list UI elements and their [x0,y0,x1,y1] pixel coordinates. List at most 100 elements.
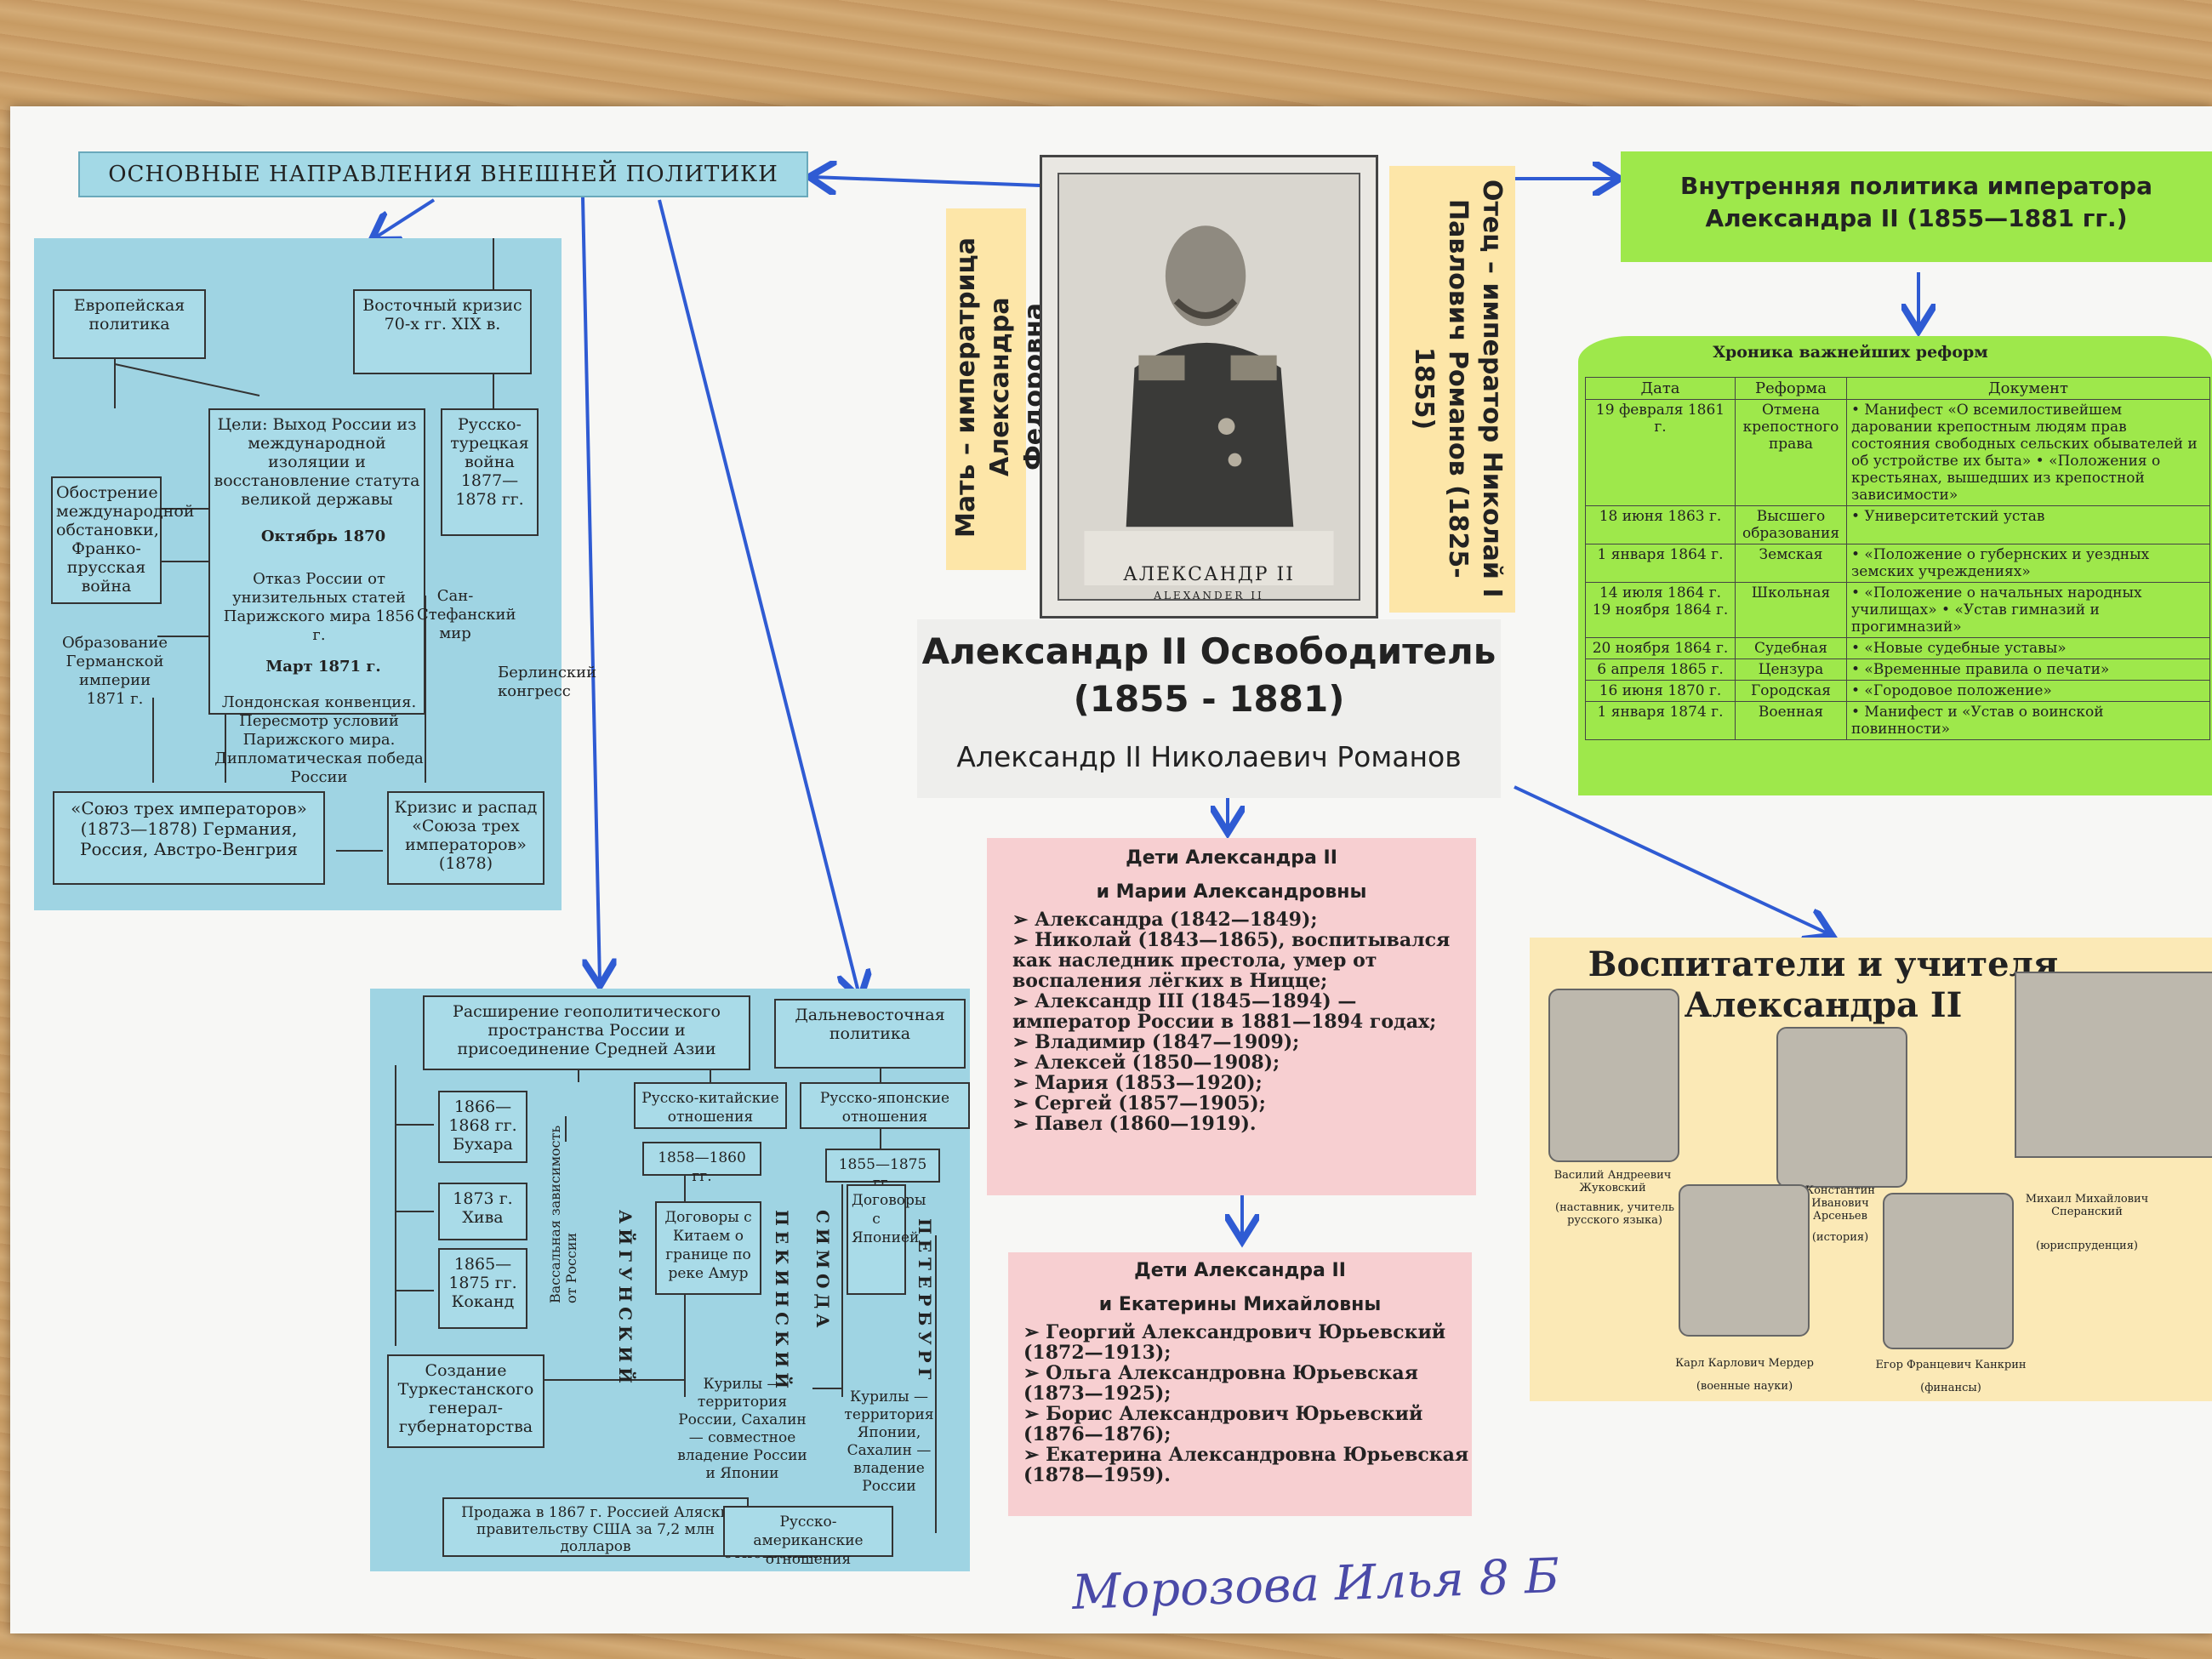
reform-rows: 19 февраля 1861 г.Отмена крепостного пра… [1585,399,2210,740]
reform-row: 6 апреля 1865 г.Цензура• «Временные прав… [1585,658,2210,681]
kurils-shared-label: Курилы — территория России, Сахалин — со… [677,1376,807,1482]
years-1855-box: 1855—1875 гг. [825,1149,940,1192]
reform-doc-cell: • Манифест и «Устав о воинской повинност… [1846,701,2210,740]
reform-row: 16 июня 1870 г.Городская• «Городовое пол… [1585,680,2210,702]
reform-doc-cell: • Университетский устав [1846,505,2210,544]
column-header: Реформа [1735,377,1847,400]
reform-reform-cell: Цензура [1735,658,1847,681]
teacher-caption: Егор Францевич Канкрин [1875,1359,2027,1371]
berlin-congress-label: Берлинский конгресс [498,664,597,700]
khiva-box: 1873 г. Хива [438,1183,527,1240]
reform-date-cell: 18 июня 1863 г. [1585,505,1736,544]
teacher-caption: Михаил Михайлович Сперанский [2025,1193,2149,1218]
reform-table-header: Дата Реформа Документ [1585,377,2210,400]
father-card: Отец – император Николай I Павлович Рома… [1389,166,1515,613]
alaska-box: Продажа в 1867 г. Россией Аляски правите… [442,1497,749,1557]
children-maria-card: Дети Александра II и Марии Александровны… [987,838,1476,1195]
alexander-portrait: АЛЕКСАНДР II ALEXANDER II [1040,155,1378,619]
reform-row: 20 ноября 1864 г.Судебная• «Новые судебн… [1585,637,2210,659]
reform-table: Дата Реформа Документ 19 февраля 1861 г.… [1585,377,2210,740]
children-ekaterina-title: Дети Александра II [1134,1260,1346,1281]
children-maria-list: ➢ Александра (1842—1849);➢ Николай (1843… [987,909,1476,1134]
teacher-role: (история) [1811,1231,1869,1244]
child-item: ➢ Сергей (1857—1905); [1012,1092,1266,1115]
domestic-header-card: Внутренняя политика императора Александр… [1621,151,2212,262]
reform-doc-cell: • «Положение о начальных народных училищ… [1846,582,2210,638]
amur-treaties-box: Договоры с Китаем о границе по реке Амур [655,1201,761,1295]
reform-reform-cell: Школьная [1735,582,1847,638]
years-1858-box: 1858—1860 гг. [642,1142,761,1185]
child-item: ➢ Александр III (1845—1894) — император … [1012,990,1437,1033]
reform-date-cell: 19 февраля 1861 г. [1585,399,1736,506]
reform-date-cell: 1 января 1864 г. [1585,544,1736,583]
child-item: ➢ Георгий Александрович Юрьевский (1872—… [1023,1321,1446,1364]
german-empire-label: Образование Германской империи 1871 г. [61,634,168,708]
peking-label: ПЕКИНСКИЙ [772,1210,792,1394]
children-ekaterina-subtitle: и Екатерины Михайловны [1098,1294,1382,1315]
european-policy-box: Европейская политика [53,289,206,359]
teachers-title-line2: Александра II [1684,985,1963,1025]
teacher-portrait [1776,1027,1907,1188]
aigun-label: АЙГУНСКИЙ [615,1210,636,1389]
reform-date-cell: 14 июля 1864 г. 19 ноября 1864 г. [1585,582,1736,638]
vassal-dependence-label: Вассальная зависимость от России [547,1125,579,1303]
title-years: (1855 - 1881) [1073,678,1345,720]
child-item: ➢ Борис Александрович Юрьевский (1876—18… [1023,1403,1423,1445]
reform-date-cell: 16 июня 1870 г. [1585,680,1736,702]
reform-row: 18 июня 1863 г.Высшего образования• Унив… [1585,505,2210,544]
aggravation-box: Обострение международной обстановки, Фра… [51,476,194,604]
teachers-title: Воспитатели и учителя Александра II [1530,938,2117,1026]
children-ekaterina-list: ➢ Георгий Александрович Юрьевский (1872—… [1008,1322,1472,1485]
reform-doc-cell: • «Временные правила о печати» [1846,658,2210,681]
london-convention-label: Лондонская конвенция. Пересмотр условий … [214,693,424,786]
teachers-title-line1: Воспитатели и учителя [1588,944,2059,984]
petersburg-label: ПЕТЕРБУРГ [915,1218,935,1385]
child-item: ➢ Николай (1843—1865), воспитывался как … [1012,929,1451,992]
reform-chronicle-card: Хроника важнейших реформ Дата Реформа До… [1578,336,2212,795]
teachers-card: Воспитатели и учителя Александра II Васи… [1530,938,2212,1401]
title-subtitle: Александр II Николаевич Романов [956,740,1462,773]
reform-reform-cell: Городская [1735,680,1847,702]
reform-row: 1 января 1864 г.Земская• «Положение о гу… [1585,544,2210,583]
japan-treaties-box: Договоры с Японией [847,1184,926,1295]
reform-row: 19 февраля 1861 г.Отмена крепостного пра… [1585,399,2210,506]
teacher-caption: Василий Андреевич Жуковский [1554,1169,1672,1194]
teacher-caption: Карл Карлович Мердер [1675,1357,1814,1370]
october-1870-label: Октябрь 1870 [238,527,408,546]
reform-doc-cell: • Манифест «О всемилостивейшем даровании… [1846,399,2210,506]
shimoda-label: СИМОДА [812,1210,833,1333]
teacher-portrait [1679,1184,1810,1337]
european-policy-panel: Европейская политика Восточный кризис 70… [34,238,597,910]
portrait-figure [1059,175,1359,598]
reform-row: 1 января 1874 г.Военная• Манифест и «Уст… [1585,701,2210,740]
reform-date-cell: 6 апреля 1865 г. [1585,658,1736,681]
three-emperors-box: «Союз трех императоров» (1873—1878) Герм… [53,791,325,885]
san-stefano-label: Сан-Стефанский мир [417,587,516,642]
turkestan-box: Создание Туркестанского генерал-губернат… [387,1354,544,1448]
teacher-role: (военные науки) [1696,1380,1793,1393]
teacher-role: (юриспруденция) [2036,1240,2138,1252]
reform-reform-cell: Земская [1735,544,1847,583]
children-maria-title: Дети Александра II [1126,847,1337,869]
reform-reform-cell: Отмена крепостного права [1735,399,1847,506]
portrait-frame: АЛЕКСАНДР II ALEXANDER II [1058,173,1360,601]
title-name: Александр II Освободитель [921,630,1497,672]
teacher-caption: Константин Иванович Арсеньев [1805,1184,1875,1223]
reform-table-title: Хроника важнейших реформ [1713,343,1988,362]
reform-date-cell: 1 января 1874 г. [1585,701,1736,740]
russo-american-relations-box: Русско-американские отношения [723,1506,893,1568]
child-item: ➢ Алексей (1850—1908); [1012,1052,1280,1074]
teacher-portrait [1548,989,1679,1162]
reform-reform-cell: Военная [1735,701,1847,740]
reform-row: 14 июля 1864 г. 19 ноября 1864 г.Школьна… [1585,582,2210,638]
panel-lines [395,1065,937,1533]
kurils-japan-label: Курилы — территория Японии, Сахалин — вл… [844,1388,934,1495]
teacher-role: (наставник, учитель русского языка) [1555,1201,1674,1227]
eastern-crisis-box: Восточный кризис 70-х гг. XIX в. [353,289,532,374]
russo-japanese-box: Русско-японские отношения [800,1082,970,1129]
child-item: ➢ Павел (1860—1919). [1012,1113,1257,1135]
alliance-crisis-box: Кризис и распад «Союза трех императоров»… [387,791,544,885]
child-item: ➢ Екатерина Александровна Юрьевская (187… [1023,1444,1469,1486]
reform-reform-cell: Судебная [1735,637,1847,659]
far-east-box: Дальневосточная политика [774,999,966,1069]
